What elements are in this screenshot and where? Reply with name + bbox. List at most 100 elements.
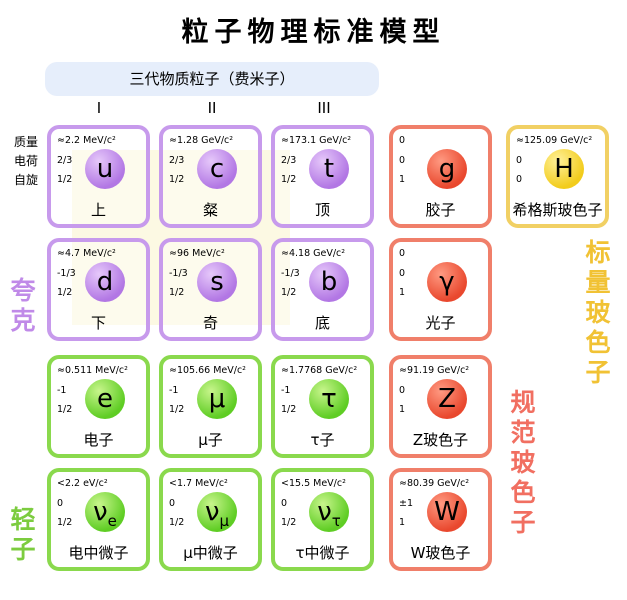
- particle-charge: -1: [169, 385, 179, 396]
- particle-symbol-text: ν: [317, 497, 332, 527]
- particle-symbol-text: e: [97, 384, 113, 414]
- particle-symbol-text: u: [96, 154, 114, 184]
- particle-symbol-subscript: e: [107, 512, 117, 530]
- particle-mass: ≈91.19 GeV/c²: [399, 365, 470, 376]
- particle-charge: 0: [281, 498, 288, 509]
- particle-name: 光子: [425, 314, 456, 332]
- gauge-label-char: 范: [510, 418, 536, 447]
- particle-mass: ≈1.7768 GeV/c²: [281, 365, 358, 376]
- particle-mass: <1.7 MeV/c²: [169, 478, 228, 489]
- scalar-boson-group-label: 标 量 玻 色 子: [583, 238, 613, 388]
- particle-icon: [309, 262, 349, 302]
- particle-spin: 0: [516, 174, 523, 185]
- particle-icon: [85, 262, 125, 302]
- particle-symbol: g: [423, 149, 471, 189]
- particle-symbol: τ: [305, 379, 353, 419]
- particle-charge: -1: [281, 385, 291, 396]
- particle-symbol-text: t: [323, 154, 335, 184]
- particle-icon: [85, 379, 125, 419]
- particle-symbol: u: [81, 149, 129, 189]
- particle-name: 粲: [202, 201, 218, 219]
- particle-mass: ≈0.511 MeV/c²: [57, 365, 128, 376]
- particle-symbol: νμ: [193, 492, 241, 532]
- particle-symbol-text: c: [209, 154, 225, 184]
- particle-mass: <2.2 eV/c²: [57, 478, 108, 489]
- particle-spin: 1/2: [281, 174, 297, 185]
- particle-charge: -1: [57, 385, 67, 396]
- particle-spin: 1/2: [57, 517, 73, 528]
- particle-spin: 1: [399, 174, 406, 185]
- particle-mass: ≈4.7 MeV/c²: [57, 248, 116, 259]
- gauge-label-char: 规: [510, 388, 536, 417]
- particle-icon: [197, 262, 237, 302]
- particle-icon: [85, 149, 125, 189]
- particle-symbol: e: [81, 379, 129, 419]
- particle-charge: 2/3: [169, 155, 185, 166]
- particle-symbol: b: [305, 262, 353, 302]
- gauge-label-char: 色: [510, 478, 536, 507]
- particle-symbol-text: H: [554, 154, 574, 184]
- quark-label-char: 夸: [10, 276, 36, 305]
- particle-symbol: μ: [193, 379, 241, 419]
- particle-spin: 1/2: [281, 404, 297, 415]
- particle-symbol-subscript: μ: [219, 512, 230, 530]
- page-title: 粒子物理标准模型: [181, 17, 446, 48]
- lepton-label-char: 子: [10, 535, 36, 564]
- quark-group-label: 夸 克: [8, 276, 38, 336]
- particle-mass: ≈173.1 GeV/c²: [281, 135, 352, 146]
- particle-icon: [197, 492, 237, 532]
- lepton-group-label: 轻 子: [8, 505, 38, 565]
- particle-name: μ中微子: [183, 544, 238, 562]
- particle-name: 电中微子: [68, 544, 129, 562]
- scalar-label-char: 子: [585, 358, 611, 387]
- particle-spin: 1/2: [57, 287, 73, 298]
- particle-spin: 1: [399, 287, 406, 298]
- particle-symbol-subscript: τ: [331, 512, 341, 530]
- particle-symbol: ντ: [305, 492, 353, 532]
- particle-charge: 0: [399, 268, 406, 279]
- particle-symbol: H: [540, 149, 588, 189]
- particle-name: 顶: [314, 201, 330, 219]
- particle-mass: <15.5 MeV/c²: [281, 478, 346, 489]
- particle-icon: [427, 262, 467, 302]
- particle-charge: -1/3: [281, 268, 300, 279]
- particle-symbol: νe: [81, 492, 129, 532]
- scalar-label-char: 玻: [585, 298, 611, 327]
- particle-icon: [427, 149, 467, 189]
- particle-icon: [197, 379, 237, 419]
- particle-symbol: s: [193, 262, 241, 302]
- particle-icon: [309, 379, 349, 419]
- generation-1-label: I: [96, 99, 102, 117]
- particle-spin: 1/2: [169, 517, 185, 528]
- particle-symbol-text: b: [320, 267, 338, 297]
- fermion-banner: 三代物质粒子（费米子）: [45, 62, 379, 96]
- particle-name: 奇: [202, 314, 218, 332]
- particle-icon: [309, 149, 349, 189]
- particle-charge: 0: [399, 385, 406, 396]
- mass-row-label: 质量: [13, 135, 38, 149]
- particle-symbol-text: d: [96, 267, 114, 297]
- particle-icon: [427, 492, 467, 532]
- particle-mass: ≈4.18 GeV/c²: [281, 248, 346, 259]
- particle-symbol: W: [423, 492, 471, 532]
- particle-symbol: d: [81, 262, 129, 302]
- particle-charge: 0: [57, 498, 64, 509]
- particle-symbol-text: Z: [438, 384, 456, 414]
- particle-name: 下: [90, 314, 106, 332]
- particle-symbol-text: g: [438, 154, 456, 184]
- particle-spin: 1: [399, 404, 406, 415]
- particle-symbol: c: [193, 149, 241, 189]
